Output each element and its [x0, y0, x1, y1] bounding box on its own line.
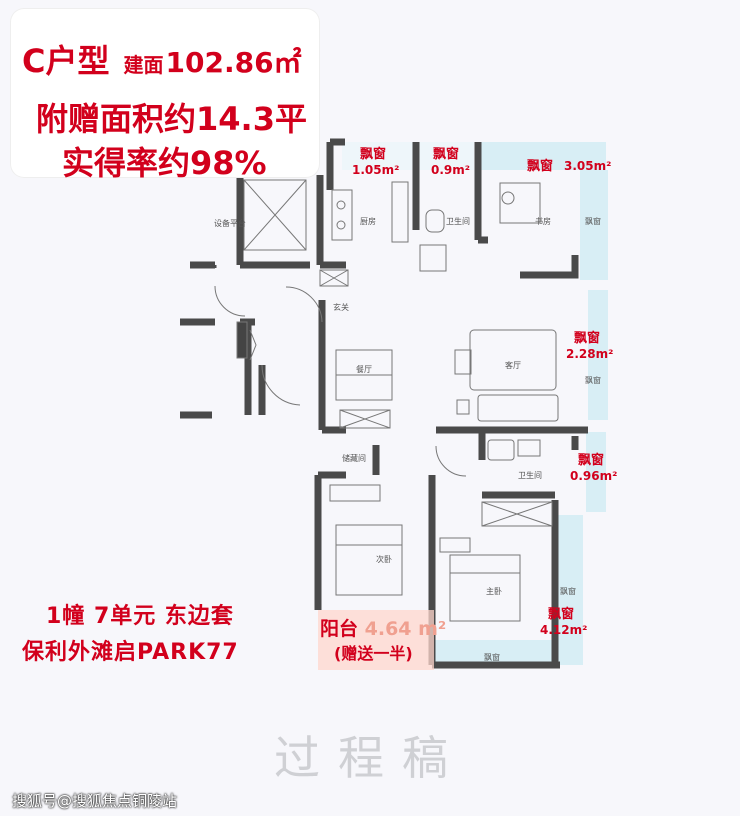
window-area-2: 0.9m²: [431, 163, 470, 177]
room-study: 书房: [535, 216, 551, 226]
balcony-area: 4.64 m²: [364, 618, 447, 640]
window-area-6: 4.12m²: [540, 623, 587, 637]
window-area-3: 3.05m²: [564, 159, 611, 173]
unit-type: C户型: [22, 42, 110, 80]
room-bath1: 卫生间: [446, 216, 470, 226]
balcony-title: 阳台: [320, 618, 359, 640]
room-bay4: 飘窗: [484, 652, 500, 662]
glazing-areas: [342, 142, 608, 668]
room-dining: 餐厅: [356, 365, 372, 374]
area-label: 建面: [123, 53, 164, 77]
unit-location: 1幢 7单元 东边套: [46, 604, 234, 629]
project-name: 保利外滩启PARK77: [22, 640, 239, 665]
room-bay3: 飘窗: [560, 586, 576, 596]
title-line-1: C户型 建面 102.86㎡: [22, 36, 302, 82]
room-second-bedroom: 次卧: [376, 554, 392, 564]
window-title-6: 飘窗: [548, 606, 574, 622]
balcony-highlight: [318, 610, 434, 670]
room-storage: 储藏间: [342, 453, 366, 463]
draft-watermark: 过程稿: [274, 731, 466, 785]
room-equipment: 设备平台: [214, 218, 246, 228]
window-title-5: 飘窗: [578, 452, 604, 468]
window-title-1: 飘窗: [360, 146, 386, 162]
window-area-1: 1.05m²: [352, 163, 399, 177]
room-foyer: 玄关: [333, 302, 349, 312]
balcony-label: 阳台 4.64 m²: [320, 614, 446, 641]
window-area-4: 2.28m²: [566, 347, 613, 361]
window-area-5: 0.96m²: [570, 469, 617, 483]
window-labels: 飘窗 1.05m² 飘窗 0.9m² 飘窗 3.05m² 飘窗 2.28m² 飘…: [352, 146, 617, 637]
title-card: C户型 建面 102.86㎡ 附赠面积约14.3平 实得率约98%: [10, 8, 320, 182]
window-title-2: 飘窗: [433, 146, 459, 162]
room-bay2: 飘窗: [585, 375, 601, 385]
room-labels: 设备平台 厨房 卫生间 书房 飘窗 玄关 客厅 飘窗 餐厅 储藏间 卫生间 次卧…: [214, 216, 601, 662]
efficiency-ratio-text: 实得率约98%: [62, 144, 267, 182]
window-title-3: 飘窗: [527, 158, 553, 174]
source-credit: 搜狐号@搜狐焦点铜陵站: [12, 792, 178, 810]
balcony-note: (赠送一半): [334, 644, 413, 663]
room-living: 客厅: [505, 360, 521, 370]
room-master-bedroom: 主卧: [486, 586, 502, 596]
room-bay1: 飘窗: [585, 216, 601, 226]
room-bath2: 卫生间: [518, 470, 542, 480]
fixtures: [214, 179, 559, 622]
bonus-area-text: 附赠面积约14.3平: [36, 100, 307, 138]
area-value: 102.86㎡: [165, 46, 302, 79]
window-title-4: 飘窗: [574, 330, 600, 346]
room-kitchen: 厨房: [360, 216, 376, 226]
